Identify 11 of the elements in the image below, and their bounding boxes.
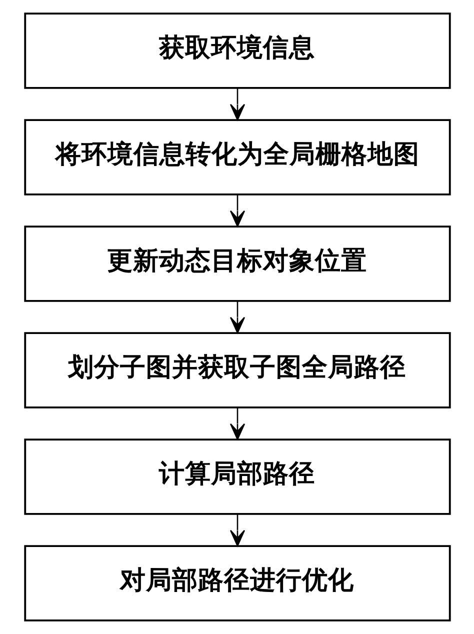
node-box: 获取环境信息	[24, 12, 450, 89]
node-box: 划分子图并获取子图全局路径	[24, 332, 450, 408]
arrow	[229, 88, 245, 120]
node-box: 计算局部路径	[24, 438, 450, 515]
node-box: 将环境信息转化为全局栅格地图	[24, 119, 450, 196]
node-box: 更新动态目标对象位置	[24, 226, 450, 302]
arrow	[229, 194, 245, 227]
node-box: 对局部路径进行优化	[24, 545, 450, 622]
arrow	[229, 301, 245, 334]
arrow	[229, 408, 245, 440]
arrow	[229, 514, 245, 546]
